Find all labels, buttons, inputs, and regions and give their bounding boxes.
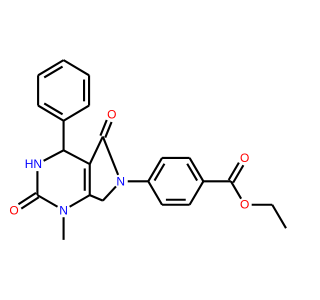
bond-c5-n6 xyxy=(101,136,120,176)
bond-ar4-ar5 xyxy=(188,180,205,206)
bond-ar3-ar4-inner xyxy=(186,163,199,182)
bond-ar1-ar2-inner xyxy=(153,163,166,182)
o5-label: O xyxy=(107,108,116,122)
nh-label-group: HN xyxy=(25,157,42,171)
bond-ph3-ph4-inner xyxy=(43,65,64,79)
atom-label-layer: HN N O O N O O xyxy=(9,108,249,218)
bond-c4a-c5 xyxy=(88,136,104,165)
bond-c4-c4a xyxy=(63,149,91,166)
bond-ph1-ph2-inner xyxy=(43,102,64,116)
bond-ph1-ph2 xyxy=(37,104,65,122)
bond-n6-c7 xyxy=(102,185,117,202)
carbonyl-o-label: O xyxy=(240,151,249,165)
bond-ph3-ph4 xyxy=(37,59,65,77)
n1-label: N xyxy=(59,203,68,217)
bond-ar1-ar2 xyxy=(147,157,163,182)
n6-label-group: N xyxy=(116,174,125,188)
carbonyl-o-label-group: O xyxy=(240,151,249,165)
bond-ce1-ce2 xyxy=(271,204,287,229)
bond-ar6-ar1 xyxy=(147,180,163,206)
ester-o-label: O xyxy=(240,198,249,212)
n1-label-group: N xyxy=(59,203,68,217)
bond-layer xyxy=(17,59,287,240)
bond-ph6-ph1 xyxy=(63,104,90,122)
o5-label-group: O xyxy=(107,108,116,122)
bond-c5-o5-a xyxy=(104,121,113,138)
bond-cc-oc-b xyxy=(227,162,240,181)
o2-label: O xyxy=(9,203,18,217)
bond-ph4-ph5 xyxy=(63,59,90,77)
bond-ar3-ar4 xyxy=(188,157,205,182)
bond-c7a-n1 xyxy=(69,194,91,208)
bond-c2-o2-b xyxy=(20,196,40,210)
bond-n3-c4 xyxy=(43,149,65,162)
bond-cc-oe xyxy=(230,180,243,200)
nh-label: HN xyxy=(25,157,42,171)
bond-c7-c7a xyxy=(89,194,104,202)
ester-o-label-group: O xyxy=(240,198,249,212)
n6-label: N xyxy=(116,174,125,188)
bond-cc-oc-a xyxy=(232,164,245,184)
bond-c2-o2-a xyxy=(17,192,37,206)
bond-c5-o5-b xyxy=(99,119,108,136)
bond-n1-c2 xyxy=(36,194,59,208)
molecule-structure-diagram: HN N O O N O O xyxy=(9,59,287,240)
o2-label-group: O xyxy=(9,203,18,217)
